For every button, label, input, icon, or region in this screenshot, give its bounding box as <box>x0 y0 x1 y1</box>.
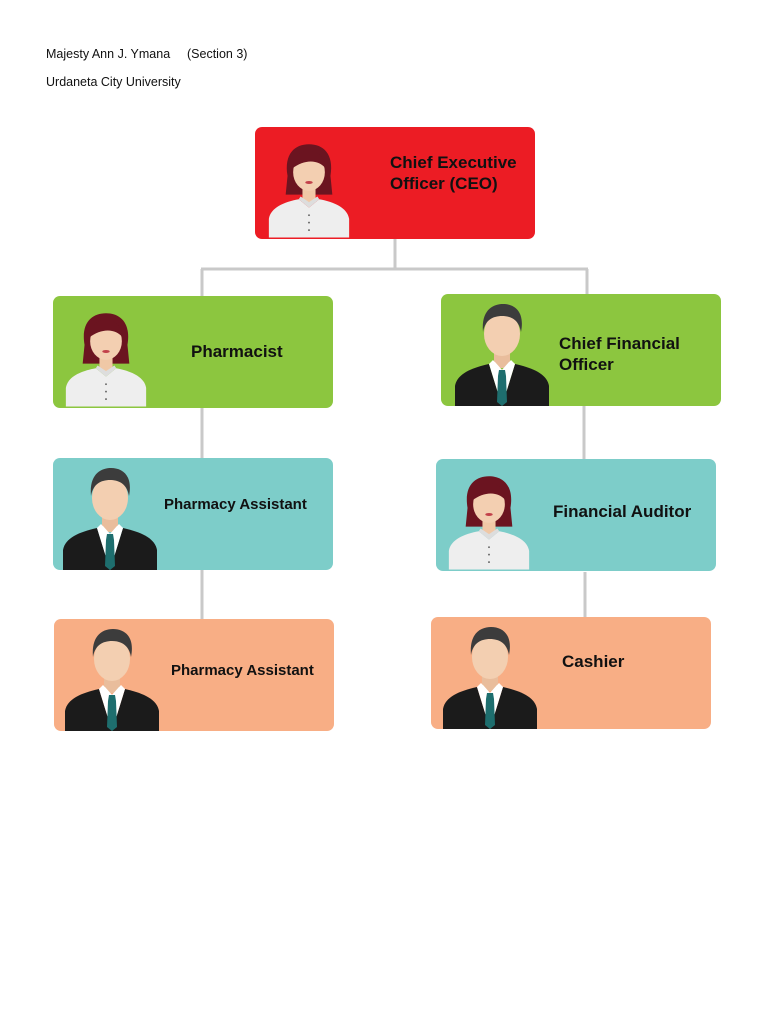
cashier-node: Cashier <box>431 617 711 729</box>
ceo-node: Chief Executive Officer (CEO) <box>255 127 535 239</box>
cfo-title: Chief Financial Officer <box>559 334 680 375</box>
female-avatar-icon <box>447 471 531 571</box>
ceo-title: Chief Executive Officer (CEO) <box>390 153 517 194</box>
female-avatar-icon <box>267 139 351 239</box>
male-avatar-icon <box>63 462 157 570</box>
financial-auditor-node: Financial Auditor <box>436 459 716 571</box>
pharmacist-title: Pharmacist <box>191 342 283 361</box>
pharmacist-node: Pharmacist <box>53 296 333 408</box>
pharmacy-assistant-node-1: Pharmacy Assistant <box>53 458 333 570</box>
male-avatar-icon <box>455 298 549 406</box>
pharmacy-assistant-title-1: Pharmacy Assistant <box>164 496 307 513</box>
author-line: Majesty Ann J. Ymana (Section 3) <box>46 47 247 61</box>
section-label: (Section 3) <box>187 47 248 61</box>
school-name: Urdaneta City University <box>46 75 181 89</box>
male-avatar-icon <box>65 623 159 731</box>
male-avatar-icon <box>443 621 537 729</box>
financial-auditor-title: Financial Auditor <box>553 502 692 521</box>
female-avatar-icon <box>64 308 148 408</box>
cfo-node: Chief Financial Officer <box>441 294 721 406</box>
cashier-title: Cashier <box>562 652 625 671</box>
author-name: Majesty Ann J. Ymana <box>46 47 171 61</box>
pharmacy-assistant-title-2: Pharmacy Assistant <box>171 662 314 679</box>
pharmacy-assistant-node-2: Pharmacy Assistant <box>54 619 334 731</box>
